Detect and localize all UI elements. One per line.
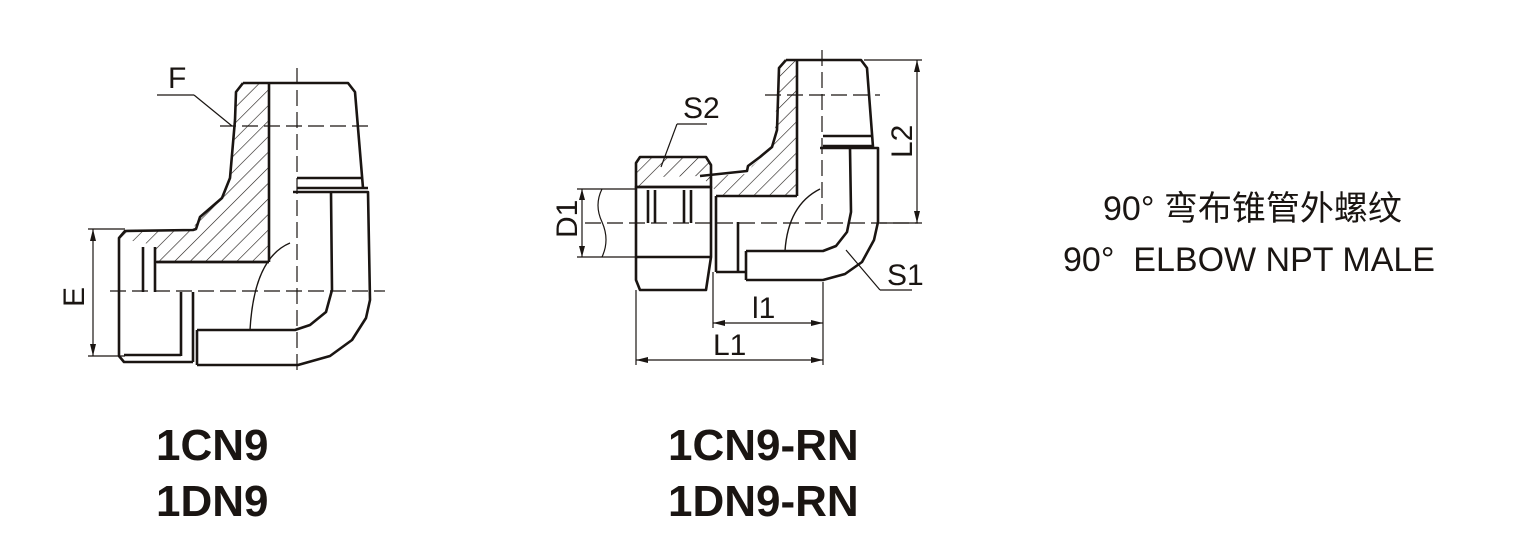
dim-label-l1-small: l1 (752, 292, 775, 325)
dim-label-d1: D1 (551, 200, 584, 238)
description-english: 90° ELBOW NPT MALE (1063, 241, 1435, 279)
dim-label-s1: S1 (887, 259, 924, 292)
description-chinese: 90° 弯布锥管外螺纹 (1103, 190, 1402, 228)
model-label-right-1: 1CN9-RN (668, 421, 859, 470)
model-label-left-1: 1CN9 (156, 421, 269, 470)
centerlines-left (110, 68, 385, 370)
dim-label-s2: S2 (683, 92, 720, 125)
centerlines-right (585, 50, 918, 226)
dimension-s2 (660, 123, 707, 168)
dimension-l1-small (712, 272, 824, 365)
dim-label-e: E (58, 287, 91, 307)
dim-label-l2: L2 (886, 125, 919, 158)
dim-label-f: F (168, 62, 186, 95)
model-label-left-2: 1DN9 (156, 477, 269, 526)
model-label-right-2: 1DN9-RN (668, 477, 859, 526)
dimension-f (157, 94, 233, 127)
dimension-l1 (635, 290, 823, 365)
dimension-e (88, 228, 125, 357)
dim-label-l1: L1 (713, 329, 746, 362)
dimension-d1 (577, 188, 636, 258)
elbow-fitting-left (117, 81, 372, 367)
dimension-s1 (845, 249, 912, 291)
elbow-fitting-right (634, 58, 880, 292)
dimension-l2 (864, 59, 922, 224)
